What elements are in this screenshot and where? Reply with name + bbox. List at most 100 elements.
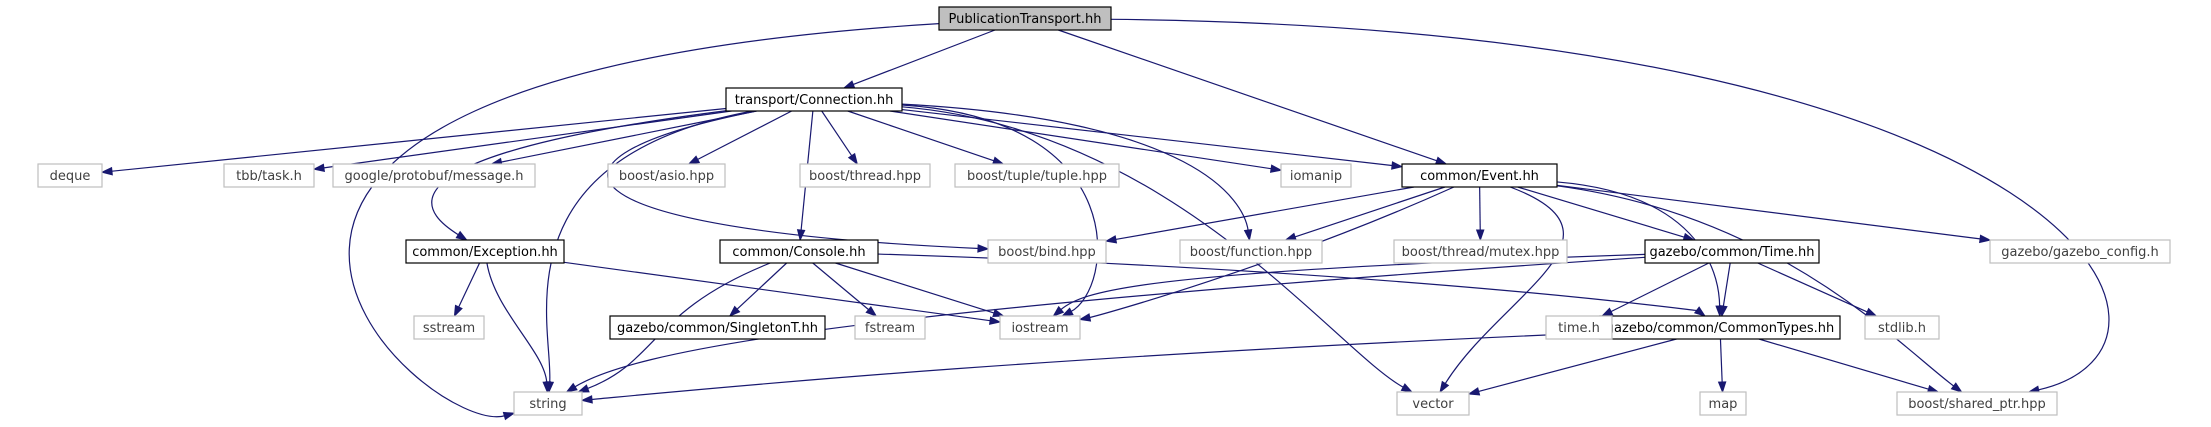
node-box — [799, 163, 931, 188]
edge-line — [590, 332, 1601, 401]
node-box — [37, 163, 103, 188]
node-publication-transport[interactable]: PublicationTransport.hh — [938, 6, 1112, 31]
node-box — [1864, 315, 1940, 340]
node-boost-asio[interactable]: boost/asio.hpp — [607, 163, 726, 188]
edge-common_event-to-boost_mutex — [1475, 186, 1485, 242]
arrowhead-icon — [865, 305, 878, 317]
node-box — [1179, 239, 1323, 264]
node-vector[interactable]: vector — [1396, 391, 1470, 416]
arrowhead-icon — [687, 155, 701, 165]
node-label: fstream — [865, 321, 915, 336]
edge-line — [889, 110, 1273, 170]
node-box — [999, 315, 1081, 340]
node-time-h[interactable]: time.h — [1545, 315, 1613, 340]
node-gazebo-commontypes[interactable]: gazebo/common/CommonTypes.hh — [1599, 315, 1841, 340]
edge-line — [736, 262, 788, 311]
arrowhead-icon — [1104, 235, 1118, 244]
node-transport-connection[interactable]: transport/Connection.hh — [725, 87, 903, 112]
node-label: boost/shared_ptr.hpp — [1908, 397, 2046, 412]
node-label: boost/asio.hpp — [619, 169, 714, 184]
node-fstream[interactable]: fstream — [854, 315, 926, 340]
node-boost-tuple[interactable]: boost/tuple/tuple.hpp — [954, 163, 1120, 188]
node-label: common/Console.hh — [732, 245, 865, 260]
node-label: common/Event.hh — [1420, 169, 1539, 184]
node-box — [938, 6, 1112, 31]
node-common-console[interactable]: common/Console.hh — [719, 239, 879, 264]
arrowhead-icon — [577, 384, 590, 393]
edge-common_event-to-gazebo_config — [1556, 184, 1992, 244]
arrowhead-icon — [977, 244, 990, 253]
node-box — [1644, 239, 1820, 264]
edge-gazebo_commontypes-to-string — [580, 332, 1601, 404]
edge-line — [1556, 184, 1982, 240]
node-boost-function[interactable]: boost/function.hpp — [1179, 239, 1323, 264]
node-deque[interactable]: deque — [37, 163, 103, 188]
node-label: boost/tuple/tuple.hpp — [967, 169, 1107, 184]
edge-line — [1088, 186, 1455, 319]
edge-common_event-to-vector — [1439, 186, 1565, 394]
node-label: gazebo/common/CommonTypes.hh — [1606, 321, 1834, 336]
edge-line — [901, 104, 1099, 313]
node-box — [1896, 391, 2058, 416]
edge-common_event-to-boost_function — [1284, 186, 1446, 241]
arrowhead-icon — [1078, 313, 1092, 322]
node-box — [607, 163, 726, 188]
node-boost-bind[interactable]: boost/bind.hpp — [987, 239, 1107, 264]
node-label: vector — [1412, 397, 1454, 412]
arrowhead-icon — [542, 381, 552, 394]
node-sstream[interactable]: sstream — [413, 315, 485, 340]
node-string[interactable]: string — [513, 391, 583, 416]
arrowhead-icon — [1693, 306, 1707, 317]
edge-line — [1556, 185, 1955, 388]
edge-gazebo_time-to-gazebo_commontypes — [1719, 262, 1731, 318]
node-label: deque — [50, 169, 91, 184]
edge-line — [821, 110, 853, 157]
edge-transport_connection-to-boost_bind — [607, 110, 990, 253]
node-map[interactable]: map — [1699, 391, 1747, 416]
edge-line — [1757, 262, 1869, 313]
edge-publication_transport-to-transport_connection — [842, 29, 996, 89]
node-gazebo-singleton[interactable]: gazebo/common/SingletonT.hh — [609, 315, 826, 340]
edge-line — [1722, 262, 1731, 308]
node-boost-thread[interactable]: boost/thread.hpp — [799, 163, 931, 188]
node-iostream[interactable]: iostream — [999, 315, 1081, 340]
arrowhead-icon — [1717, 381, 1727, 394]
node-gazebo-config[interactable]: gazebo/gazebo_config.h — [1989, 239, 2171, 264]
edge-line — [322, 110, 732, 169]
node-common-exception[interactable]: common/Exception.hh — [405, 239, 565, 264]
edge-common_console-to-gazebo_singleton — [728, 262, 788, 318]
node-gazebo-time[interactable]: gazebo/common/Time.hh — [1644, 239, 1820, 264]
node-common-event[interactable]: common/Event.hh — [1401, 163, 1558, 188]
edge-line — [1293, 186, 1446, 238]
arrowhead-icon — [1864, 307, 1878, 317]
node-label: common/Exception.hh — [412, 245, 558, 260]
node-boost-mutex[interactable]: boost/thread/mutex.hpp — [1393, 239, 1568, 264]
edge-common_event-to-gazebo_time — [1517, 186, 1696, 242]
arrowhead-icon — [100, 166, 113, 176]
node-box — [1989, 239, 2171, 264]
node-box — [1699, 391, 1747, 416]
edge-transport_connection-to-iostream — [901, 104, 1099, 317]
node-tbb-task[interactable]: tbb/task.h — [223, 163, 315, 188]
node-box — [1545, 315, 1613, 340]
node-iomanip[interactable]: iomanip — [1280, 163, 1352, 188]
node-box — [609, 315, 826, 340]
edge-transport_connection-to-iomanip — [889, 110, 1283, 173]
edge-line — [1114, 186, 1415, 241]
edge-line — [835, 262, 996, 314]
node-label: boost/thread.hpp — [809, 169, 921, 184]
edge-line — [1517, 186, 1686, 238]
node-label: gazebo/common/SingletonT.hh — [617, 321, 818, 336]
edge-gazebo_commontypes-to-map — [1717, 338, 1727, 394]
node-protobuf-message[interactable]: google/protobuf/message.h — [332, 163, 536, 188]
node-stdlib-h[interactable]: stdlib.h — [1864, 315, 1940, 340]
arrowhead-icon — [580, 395, 593, 404]
node-boost-shared-ptr[interactable]: boost/shared_ptr.hpp — [1896, 391, 2058, 416]
edge-publication_transport-to-common_event — [1058, 29, 1448, 165]
arrowhead-icon — [989, 316, 1002, 325]
node-box — [1280, 163, 1352, 188]
edge-line — [852, 29, 996, 86]
edge-gazebo_time-to-time_h — [1600, 262, 1710, 317]
edge-common_console-to-fstream — [812, 262, 878, 317]
arrowhead-icon — [847, 152, 859, 166]
